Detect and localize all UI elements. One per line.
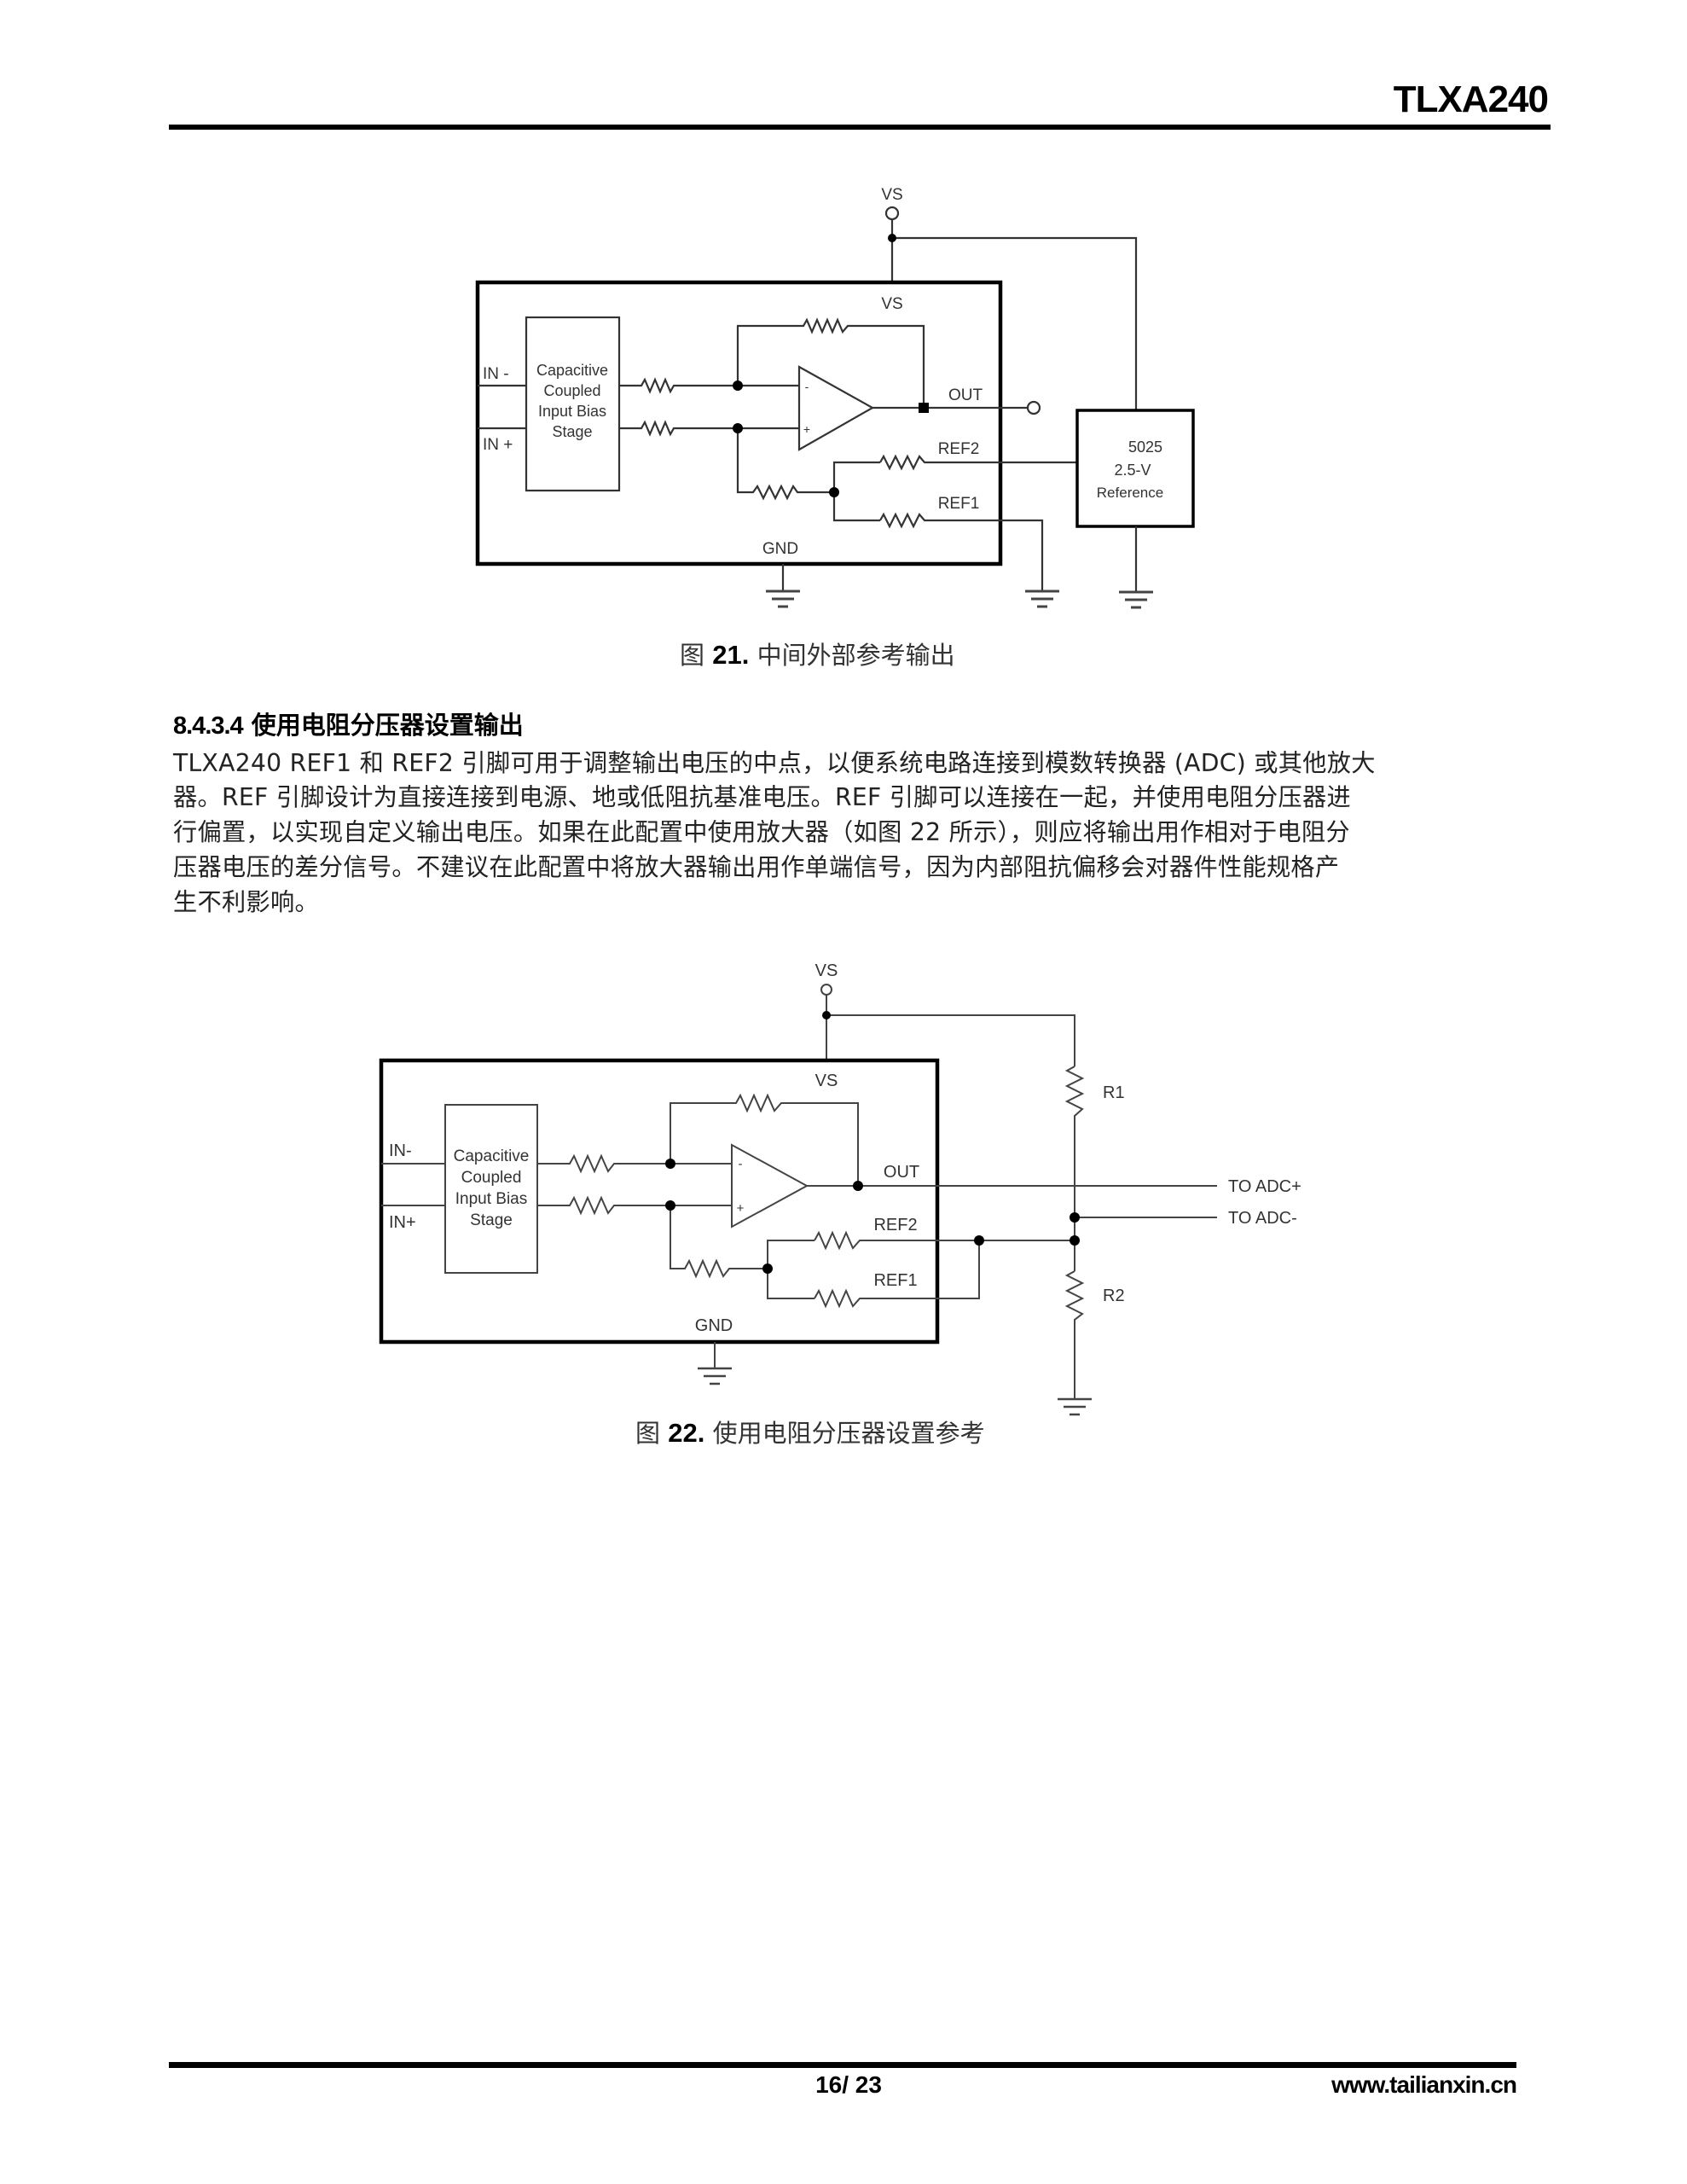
stage-label-2: Coupled (461, 1169, 522, 1187)
resistor-feedback-icon (670, 1093, 859, 1186)
body-line: 行偏置，以实现自定义输出电压。如果在此配置中使用放大器（如图 22 所示），则应… (173, 818, 1350, 846)
in-plus-label: IN + (483, 436, 513, 454)
gnd-label: GND (762, 540, 798, 558)
resistor-ref2-icon (814, 1230, 1075, 1251)
vs-inner-label: VS (881, 295, 902, 313)
opamp-minus-label: - (805, 380, 809, 393)
figure-22-caption: 图 22. 使用电阻分压器设置参考 (635, 1414, 985, 1449)
in-minus-label: IN- (389, 1141, 412, 1160)
vs-terminal-icon (884, 206, 900, 221)
resistor-ref2-icon (879, 454, 1077, 471)
ref2-label: REF2 (938, 440, 980, 458)
out-label: OUT (948, 386, 983, 404)
out-label: OUT (884, 1163, 919, 1182)
body-line: 压器电压的差分信号。不建议在此配置中将放大器输出用作单端信号，因为内部阻抗偏移会… (173, 853, 1340, 881)
caption-number: 22. (668, 1418, 705, 1448)
adc-minus-label: TO ADC- (1228, 1209, 1297, 1228)
resistor-in-minus-icon (537, 1153, 732, 1174)
ground-icon (766, 590, 1153, 609)
figure-22-schematic: VS VS IN- IN+ Capacitive Coupled Input B… (379, 961, 1301, 1416)
vs-inner-label: VS (815, 1072, 838, 1090)
stage-label-2: Coupled (543, 382, 600, 399)
ic-boundary (379, 1058, 940, 1345)
resistor-in-plus-icon (619, 420, 738, 437)
resistor-ref1-icon (814, 1240, 980, 1309)
r1-label: R1 (1103, 1083, 1125, 1102)
section-heading: 8.4.3.4 使用电阻分压器设置输出 (173, 706, 524, 741)
stage-label-1: Capacitive (536, 362, 608, 379)
figure-21-schematic: VS VS IN - IN + Capacitive Coupled Input… (475, 186, 1195, 609)
document-part-number: TLXA240 (1393, 78, 1549, 120)
vs-label: VS (881, 186, 902, 204)
footer-website-link[interactable]: www.tailianxin.cn (1331, 2071, 1517, 2098)
resistor-r1-icon (1064, 1066, 1085, 1271)
in-minus-label: IN - (483, 365, 509, 383)
input-bias-stage-box (444, 1104, 538, 1274)
header-rule (169, 125, 1551, 130)
gnd-label: GND (695, 1316, 733, 1335)
in-plus-label: IN+ (389, 1213, 416, 1232)
stage-label-3: Input Bias (538, 403, 606, 420)
caption-prefix: 图 (680, 641, 705, 670)
stage-label-4: Stage (470, 1211, 513, 1229)
caption-number: 21. (712, 640, 750, 670)
resistor-feedback-icon (736, 317, 925, 408)
reference-part-label: 5025 (1128, 439, 1162, 456)
ground-icon (698, 1367, 1092, 1416)
caption-text: 中间外部参考输出 (757, 641, 955, 670)
opamp-plus-label: + (737, 1201, 745, 1216)
ref1-label: REF1 (873, 1271, 917, 1290)
resistor-r2-icon (1064, 1270, 1085, 1399)
caption-text: 使用电阻分压器设置参考 (712, 1419, 985, 1448)
vs-label: VS (815, 961, 838, 980)
body-line: 生不利影响。 (173, 888, 319, 916)
stage-label-3: Input Bias (455, 1190, 528, 1208)
resistor-in-minus-icon (619, 377, 738, 394)
ref2-label: REF2 (873, 1216, 917, 1234)
section-title: 使用电阻分压器设置输出 (251, 711, 524, 740)
ic-boundary (475, 280, 1003, 566)
vs-terminal-icon (820, 984, 832, 996)
r2-label: R2 (1103, 1287, 1125, 1305)
resistor-in-plus-icon (537, 1195, 732, 1216)
adc-plus-label: TO ADC+ (1228, 1177, 1301, 1196)
opamp-minus-label: - (739, 1157, 743, 1171)
footer-rule (169, 2062, 1516, 2068)
body-line: 器。REF 引脚设计为直接连接到电源、地或低阻抗基准电压。REF 引脚可以连接在… (173, 783, 1351, 811)
reference-voltage-label: 2.5-V (1114, 462, 1151, 479)
opamp-icon (797, 365, 875, 451)
section-number: 8.4.3.4 (173, 712, 244, 740)
page-number: 16/ 23 (815, 2071, 882, 2098)
reference-text-label: Reference (1097, 485, 1163, 501)
figure-21-caption: 图 21. 中间外部参考输出 (680, 636, 955, 671)
opamp-plus-label: + (803, 422, 810, 436)
input-bias-stage-box (525, 316, 621, 492)
stage-label-4: Stage (552, 423, 592, 440)
resistor-ref-mid-icon (736, 428, 834, 501)
resistor-ref1-icon (879, 512, 1044, 591)
body-line: TLXA240 REF1 和 REF2 引脚可用于调整输出电压的中点，以便系统电… (173, 749, 1376, 777)
resistor-ref-mid-icon (670, 1205, 768, 1279)
ref1-label: REF1 (938, 495, 980, 513)
caption-prefix: 图 (635, 1419, 661, 1448)
opamp-icon (731, 1143, 809, 1228)
stage-label-1: Capacitive (454, 1147, 530, 1165)
